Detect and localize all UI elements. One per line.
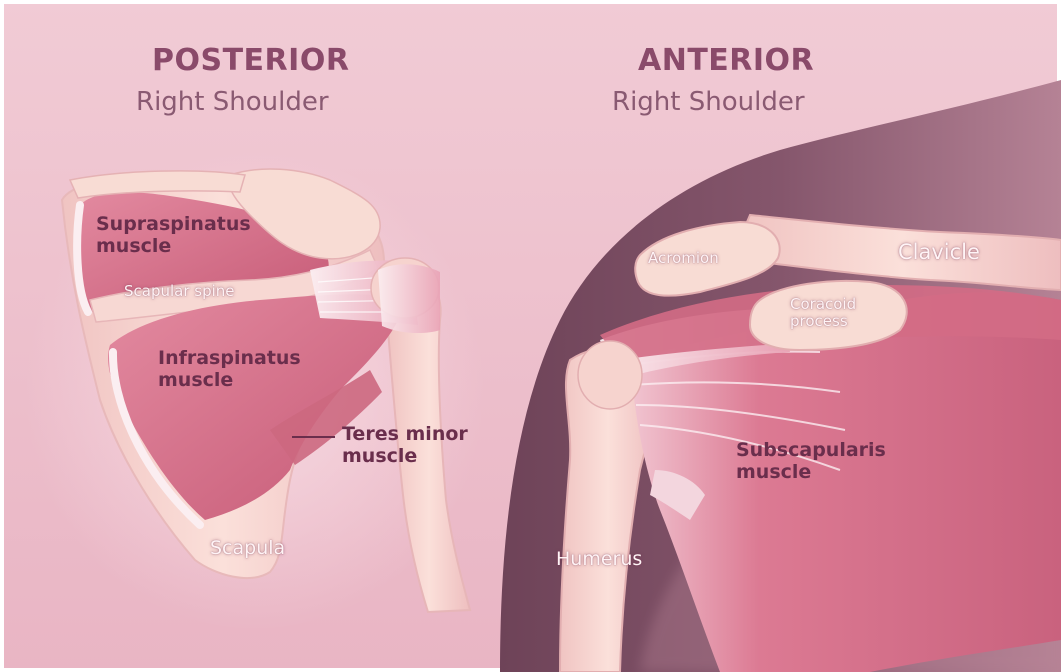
label-infraspinatus-line2: muscle (158, 370, 301, 392)
label-coracoid-process: Coracoid process (790, 296, 856, 331)
anterior-subheading: Right Shoulder (612, 88, 805, 118)
label-acromion: Acromion (648, 250, 719, 267)
posterior-subheading: Right Shoulder (136, 88, 329, 118)
label-coracoid-line2: process (790, 313, 856, 330)
label-teres-minor: Teres minor muscle (342, 424, 468, 468)
label-scapula: Scapula (210, 538, 285, 560)
label-humerus: Humerus (556, 549, 642, 571)
label-subscapularis-line1: Subscapularis (736, 440, 886, 462)
label-subscapularis: Subscapularis muscle (736, 440, 886, 484)
label-teres-minor-line2: muscle (342, 446, 468, 468)
label-coracoid-line1: Coracoid (790, 296, 856, 313)
posterior-heading: POSTERIOR (152, 44, 349, 79)
label-supraspinatus: Supraspinatus muscle (96, 214, 251, 258)
label-infraspinatus: Infraspinatus muscle (158, 348, 301, 392)
anterior-heading: ANTERIOR (638, 44, 814, 79)
label-subscapularis-line2: muscle (736, 462, 886, 484)
label-supraspinatus-line1: Supraspinatus (96, 214, 251, 236)
label-supraspinatus-line2: muscle (96, 236, 251, 258)
label-infraspinatus-line1: Infraspinatus (158, 348, 301, 370)
label-teres-minor-line1: Teres minor (342, 424, 468, 446)
label-scapular-spine: Scapular spine (124, 283, 235, 300)
label-clavicle: Clavicle (898, 240, 980, 264)
